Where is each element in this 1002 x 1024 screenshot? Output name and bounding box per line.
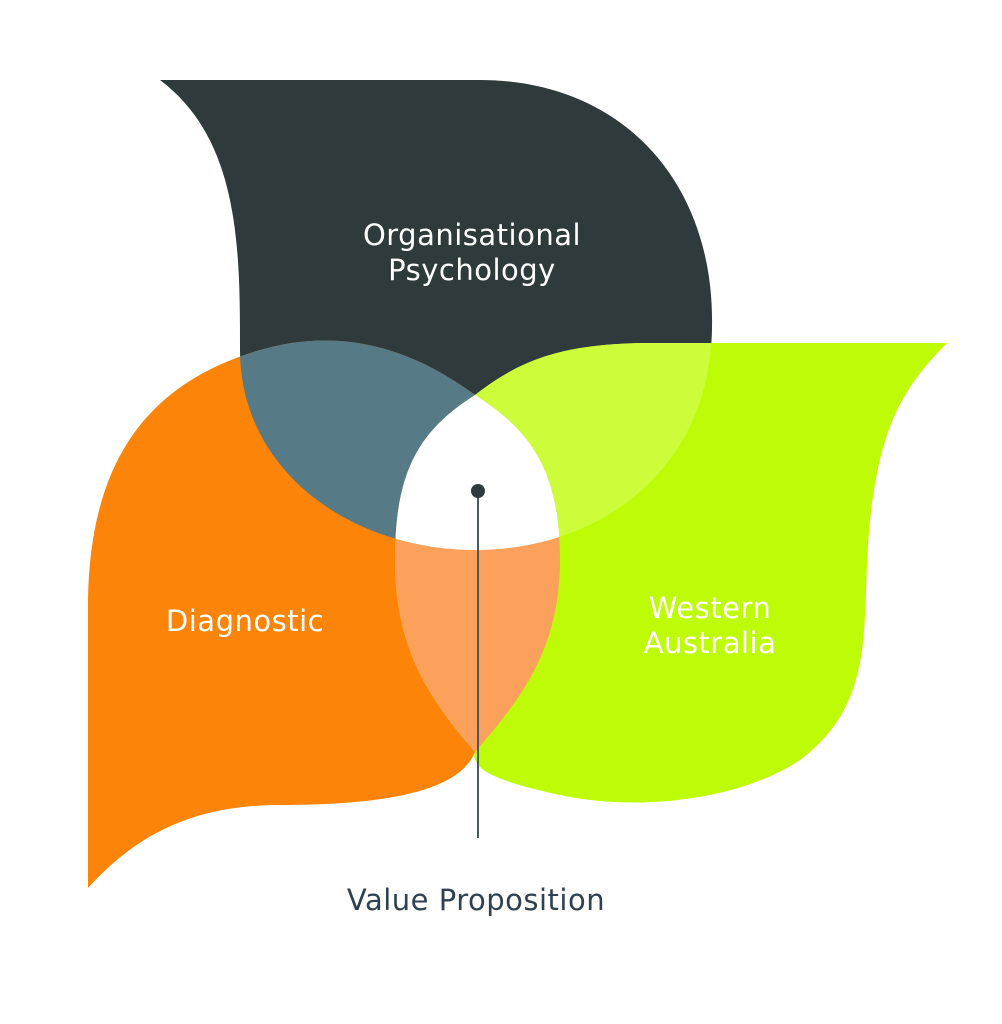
western-australia-label-line1: Western xyxy=(649,591,771,625)
diagnostic-label: Diagnostic xyxy=(166,604,324,638)
pointer-dot xyxy=(471,484,485,498)
value-proposition-label: Value Proposition xyxy=(347,883,605,917)
organisational-label-line1: Organisational xyxy=(363,218,581,252)
western-australia-label-line2: Australia xyxy=(644,626,777,660)
center-overlap xyxy=(395,343,560,550)
organisational-label-line2: Psychology xyxy=(388,253,556,287)
